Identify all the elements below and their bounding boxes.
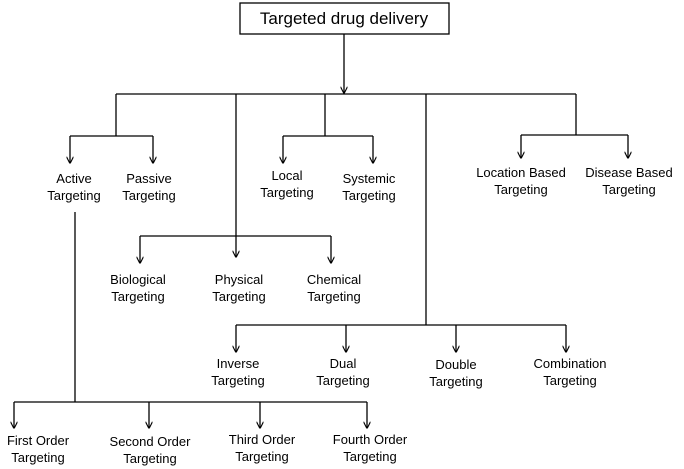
node-physical-line-1: Physical bbox=[215, 272, 264, 287]
node-combination-targeting: Combination Targeting bbox=[534, 356, 607, 388]
node-inverse-targeting: Inverse Targeting bbox=[211, 356, 264, 388]
node-systemic-line-2: Targeting bbox=[342, 188, 395, 203]
node-local-targeting: Local Targeting bbox=[260, 168, 313, 200]
node-chemical-targeting: Chemical Targeting bbox=[307, 272, 361, 304]
node-systemic-line-1: Systemic bbox=[343, 171, 396, 186]
node-active-targeting: Active Targeting bbox=[47, 171, 100, 203]
node-combination-line-1: Combination bbox=[534, 356, 607, 371]
node-third-order-line-2: Targeting bbox=[235, 449, 288, 464]
node-second-order-targeting: Second Order Targeting bbox=[110, 434, 192, 466]
node-fourth-order-line-1: Fourth Order bbox=[333, 432, 408, 447]
node-second-order-line-1: Second Order bbox=[110, 434, 192, 449]
node-passive-line-2: Targeting bbox=[122, 188, 175, 203]
connectors bbox=[14, 34, 628, 428]
node-active-line-1: Active bbox=[56, 171, 91, 186]
node-dual-line-2: Targeting bbox=[316, 373, 369, 388]
node-physical-line-2: Targeting bbox=[212, 289, 265, 304]
node-first-order-targeting: First Order Targeting bbox=[7, 433, 70, 465]
node-systemic-targeting: Systemic Targeting bbox=[342, 171, 396, 203]
node-biological-line-1: Biological bbox=[110, 272, 166, 287]
node-disease-based-targeting: Disease Based Targeting bbox=[585, 165, 672, 197]
node-passive-line-1: Passive bbox=[126, 171, 172, 186]
node-disease-based-line-1: Disease Based bbox=[585, 165, 672, 180]
node-location-based-line-2: Targeting bbox=[494, 182, 547, 197]
node-third-order-targeting: Third Order Targeting bbox=[229, 432, 296, 464]
node-second-order-line-2: Targeting bbox=[123, 451, 176, 466]
title-box bbox=[239, 2, 450, 35]
node-double-line-1: Double bbox=[435, 357, 476, 372]
node-inverse-line-1: Inverse bbox=[217, 356, 260, 371]
node-double-line-2: Targeting bbox=[429, 374, 482, 389]
node-chemical-line-2: Targeting bbox=[307, 289, 360, 304]
node-fourth-order-line-2: Targeting bbox=[343, 449, 396, 464]
node-inverse-line-2: Targeting bbox=[211, 373, 264, 388]
node-chemical-line-1: Chemical bbox=[307, 272, 361, 287]
node-dual-line-1: Dual bbox=[330, 356, 357, 371]
title-node: Targeted drug delivery bbox=[239, 2, 450, 35]
node-location-based-line-1: Location Based bbox=[476, 165, 566, 180]
node-fourth-order-targeting: Fourth Order Targeting bbox=[333, 432, 408, 464]
node-biological-targeting: Biological Targeting bbox=[110, 272, 166, 304]
node-biological-line-2: Targeting bbox=[111, 289, 164, 304]
node-location-based-targeting: Location Based Targeting bbox=[476, 165, 566, 197]
node-disease-based-line-2: Targeting bbox=[602, 182, 655, 197]
node-local-line-2: Targeting bbox=[260, 185, 313, 200]
node-passive-targeting: Passive Targeting bbox=[122, 171, 175, 203]
node-first-order-line-2: Targeting bbox=[11, 450, 64, 465]
node-active-line-2: Targeting bbox=[47, 188, 100, 203]
node-first-order-line-1: First Order bbox=[7, 433, 70, 448]
diagram-title: Targeted drug delivery bbox=[260, 9, 429, 28]
node-double-targeting: Double Targeting bbox=[429, 357, 482, 389]
node-physical-targeting: Physical Targeting bbox=[212, 272, 265, 304]
node-dual-targeting: Dual Targeting bbox=[316, 356, 369, 388]
node-third-order-line-1: Third Order bbox=[229, 432, 296, 447]
node-combination-line-2: Targeting bbox=[543, 373, 596, 388]
node-local-line-1: Local bbox=[271, 168, 302, 183]
